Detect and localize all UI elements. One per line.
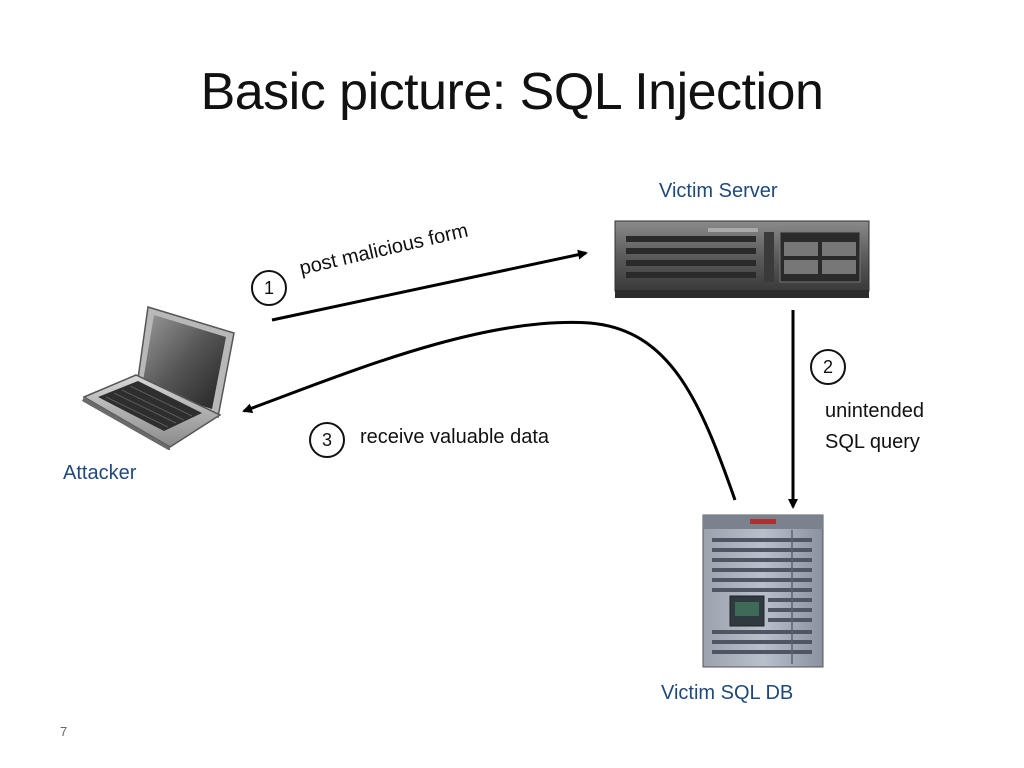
laptop-icon [82, 306, 235, 450]
rack-server-icon [614, 220, 870, 298]
step-3-circle: 3 [309, 422, 345, 458]
step-1-number: 1 [263, 277, 274, 298]
step-2-label-line1: unintended [825, 400, 924, 422]
step-2-circle: 2 [810, 349, 846, 385]
step-2-label-line2: SQL query [825, 431, 920, 453]
step-3-number: 3 [321, 429, 332, 450]
database-server-icon [702, 514, 824, 668]
step-1-circle: 1 [251, 270, 287, 306]
step-3-label: receive valuable data [360, 426, 550, 448]
db-label: Victim SQL DB [661, 682, 794, 704]
step-2-number: 2 [822, 356, 833, 377]
page-number: 7 [60, 724, 68, 739]
server-label: Victim Server [659, 180, 778, 202]
slide-title: Basic picture: SQL Injection [200, 63, 824, 121]
arrow-post-form [271, 249, 588, 322]
arrow-receive-data [242, 320, 737, 501]
attacker-label: Attacker [63, 462, 137, 484]
